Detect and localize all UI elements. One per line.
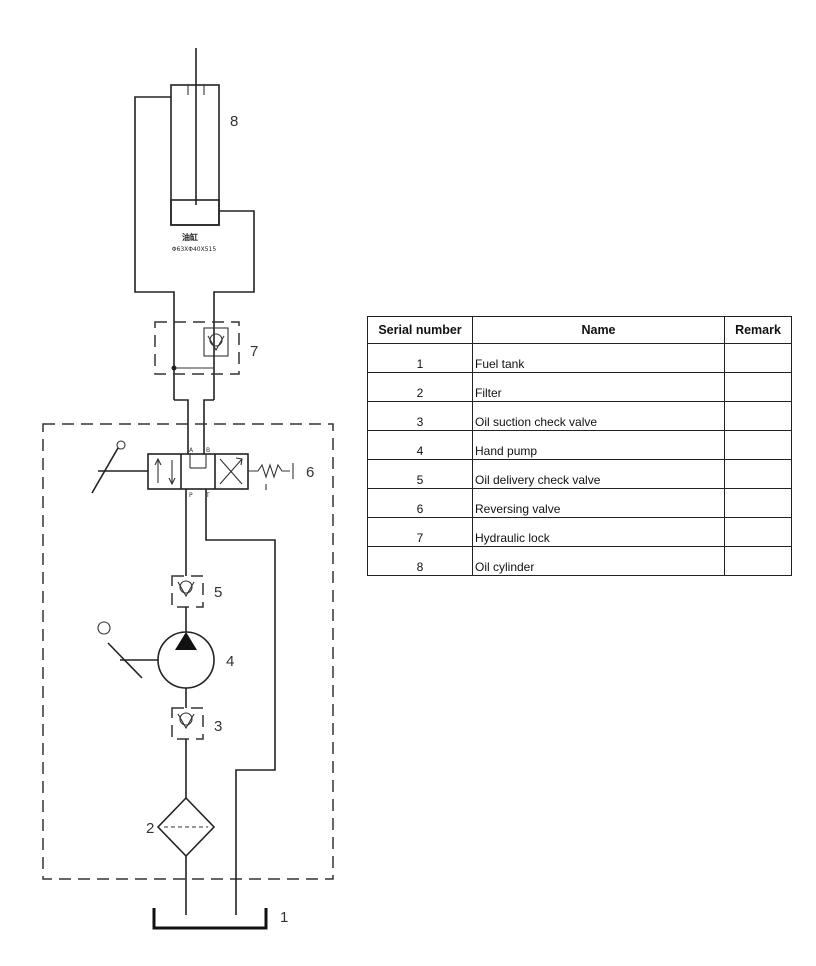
port-p: P bbox=[189, 492, 193, 499]
port-a: A bbox=[189, 447, 194, 454]
table-row: 1 Fuel tank bbox=[367, 343, 792, 373]
cell-name: Filter bbox=[472, 372, 725, 402]
cell-remark bbox=[724, 430, 792, 460]
cell-remark bbox=[724, 343, 792, 373]
cell-serial: 4 bbox=[367, 430, 473, 460]
cell-remark bbox=[724, 459, 792, 489]
port-t: T bbox=[205, 492, 210, 499]
cell-name: Hand pump bbox=[472, 430, 725, 460]
cylinder-title-text: 油缸 bbox=[182, 232, 198, 242]
table-row: 2 Filter bbox=[367, 372, 792, 402]
reversing-valve bbox=[91, 440, 294, 494]
cell-serial: 7 bbox=[367, 517, 473, 547]
label-8: 8 bbox=[230, 113, 238, 130]
cell-serial: 6 bbox=[367, 488, 473, 518]
label-4: 4 bbox=[226, 653, 234, 670]
label-2: 2 bbox=[146, 820, 154, 837]
cell-name: Oil suction check valve bbox=[472, 401, 725, 431]
label-1: 1 bbox=[280, 909, 288, 926]
cell-name: Oil delivery check valve bbox=[472, 459, 725, 489]
header-serial-number: Serial number bbox=[367, 316, 473, 344]
cell-name: Oil cylinder bbox=[472, 546, 725, 576]
hydraulic-lock bbox=[154, 321, 240, 375]
hand-pump bbox=[97, 621, 215, 689]
cell-serial: 2 bbox=[367, 372, 473, 402]
cell-remark bbox=[724, 517, 792, 547]
cell-serial: 1 bbox=[367, 343, 473, 373]
cell-name: Fuel tank bbox=[472, 343, 725, 373]
table-row: 5 Oil delivery check valve bbox=[367, 459, 792, 489]
cell-remark bbox=[724, 401, 792, 431]
cylinder-spec-text: Φ63XΦ40X515 bbox=[172, 246, 217, 253]
cell-serial: 8 bbox=[367, 546, 473, 576]
components-table: Serial number Name Remark 1 Fuel tank 2 … bbox=[367, 316, 792, 576]
port-b: B bbox=[206, 447, 210, 454]
cell-serial: 3 bbox=[367, 401, 473, 431]
table-row: 7 Hydraulic lock bbox=[367, 517, 792, 547]
table-row: 4 Hand pump bbox=[367, 430, 792, 460]
oil-suction-check-valve bbox=[171, 707, 204, 740]
cell-remark bbox=[724, 372, 792, 402]
header-name: Name bbox=[472, 316, 725, 344]
label-3: 3 bbox=[214, 718, 222, 735]
table-row: 3 Oil suction check valve bbox=[367, 401, 792, 431]
oil-delivery-check-valve bbox=[171, 575, 204, 608]
header-remark: Remark bbox=[724, 316, 792, 344]
fuel-tank bbox=[152, 908, 268, 930]
table-header-row: Serial number Name Remark bbox=[367, 316, 792, 344]
pump-unit-enclosure bbox=[42, 423, 334, 880]
label-7: 7 bbox=[250, 343, 258, 360]
cell-name: Hydraulic lock bbox=[472, 517, 725, 547]
cell-remark bbox=[724, 488, 792, 518]
label-5: 5 bbox=[214, 584, 222, 601]
table-row: 8 Oil cylinder bbox=[367, 546, 792, 576]
table-row: 6 Reversing valve bbox=[367, 488, 792, 518]
label-6: 6 bbox=[306, 464, 314, 481]
cell-serial: 5 bbox=[367, 459, 473, 489]
oil-cylinder: 油缸 Φ63XΦ40X515 bbox=[170, 48, 220, 253]
cell-remark bbox=[724, 546, 792, 576]
filter bbox=[156, 796, 216, 858]
cell-name: Reversing valve bbox=[472, 488, 725, 518]
